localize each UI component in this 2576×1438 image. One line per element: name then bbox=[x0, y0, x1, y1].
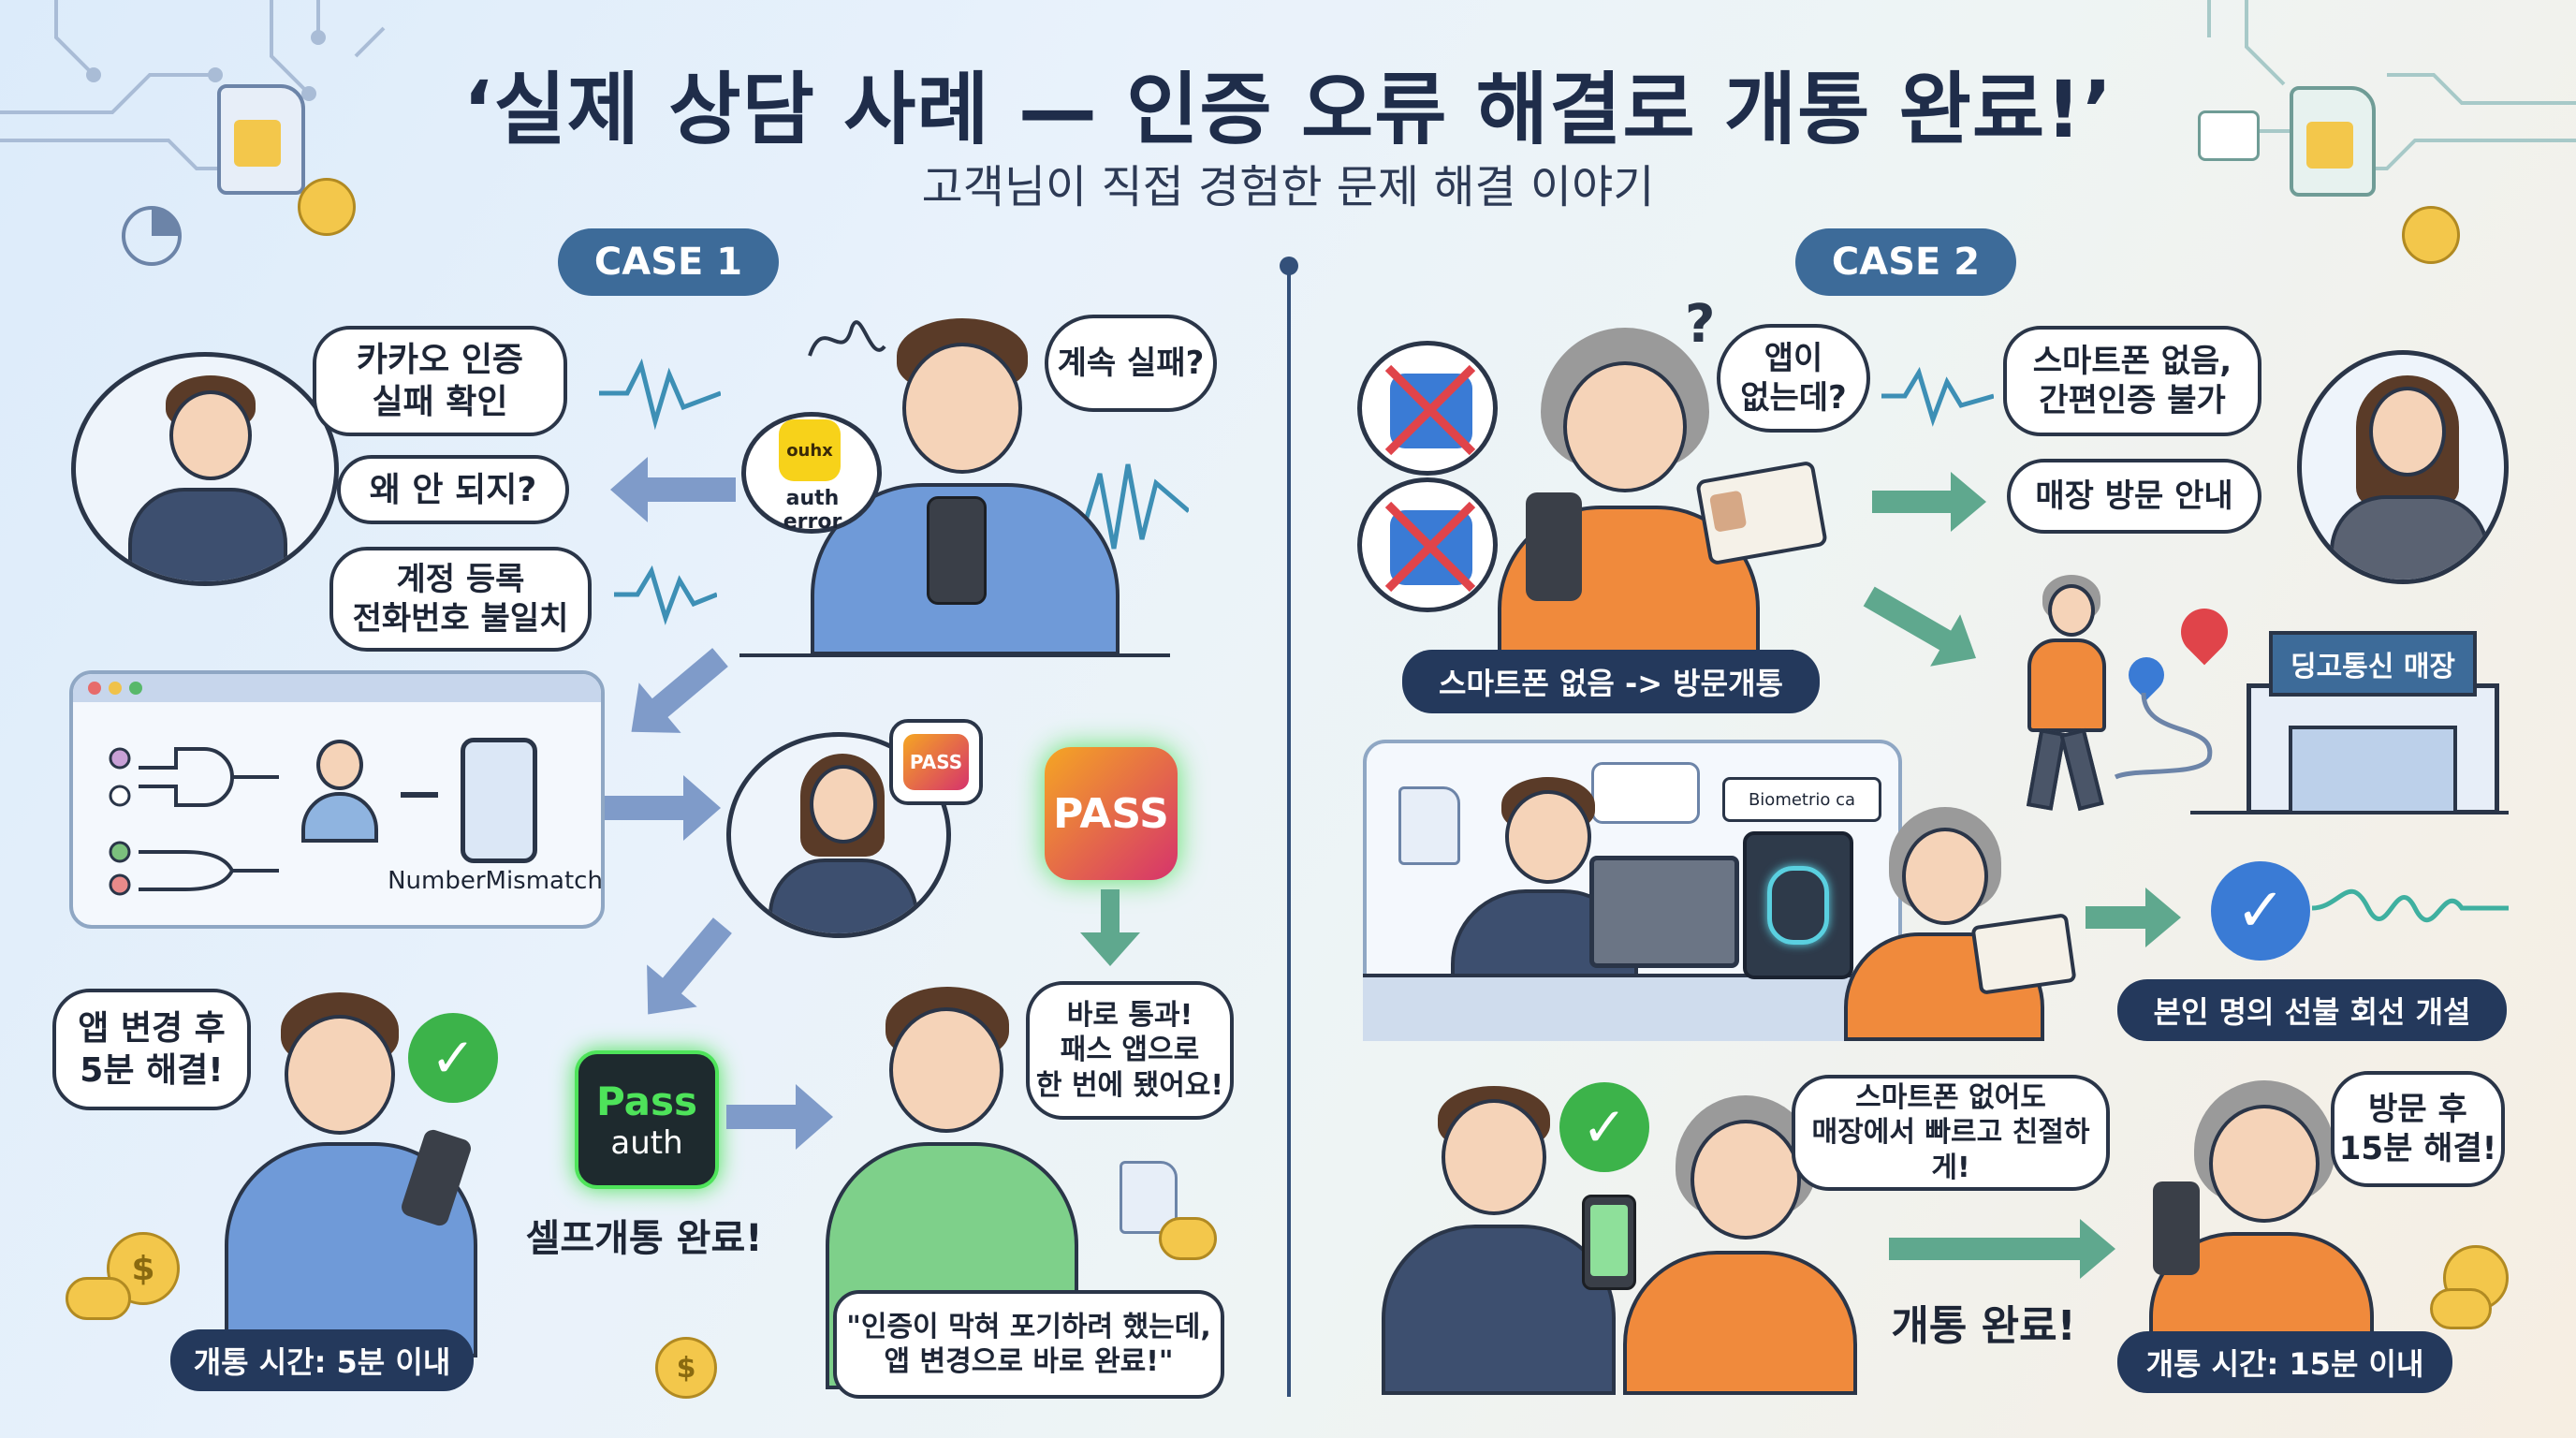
arrow-right bbox=[2086, 888, 2181, 947]
sim-card-small-icon bbox=[2198, 110, 2260, 161]
case2-time-label: 개통 시간: 15분 이내 bbox=[2117, 1331, 2452, 1393]
kakao-icon: ouhx bbox=[779, 419, 841, 481]
map-pin-icon bbox=[2171, 598, 2238, 666]
case1-pill: CASE 1 bbox=[558, 228, 779, 296]
phone-icon bbox=[2153, 1181, 2200, 1275]
arrow-down-right bbox=[1863, 586, 1956, 653]
arrow-right bbox=[726, 1084, 833, 1150]
fingerprint-icon bbox=[1743, 831, 1853, 979]
agent-avatar bbox=[71, 352, 339, 586]
line-open-label: 본인 명의 선불 회선 개설 bbox=[2117, 979, 2507, 1041]
coin-icon: $ bbox=[655, 1337, 717, 1399]
wave-icon bbox=[614, 565, 717, 625]
bubble-store-visit: 매장 방문 안내 bbox=[2007, 459, 2261, 534]
case2-pill: CASE 2 bbox=[1795, 228, 2016, 296]
store-sign: 딩고통신 매장 bbox=[2269, 631, 2477, 697]
bubble-15min: 방문 후 15분 해결! bbox=[2331, 1071, 2505, 1187]
sim-card-icon bbox=[217, 84, 305, 195]
arrow-down-left bbox=[659, 917, 732, 998]
bubble-pass-ok: 바로 통과! 패스 앱으로 한 번에 됐어요! bbox=[1026, 981, 1234, 1120]
circuit-decoration-left bbox=[0, 0, 386, 176]
wave-icon bbox=[599, 358, 721, 431]
phone-icon bbox=[461, 738, 537, 863]
coin-stack-icon bbox=[2430, 1288, 2492, 1329]
arrow-right bbox=[1889, 1219, 2115, 1279]
coin-stack-icon bbox=[66, 1277, 131, 1320]
number-mismatch-panel: NumberMismatch bbox=[69, 670, 605, 929]
phone-icon bbox=[1526, 492, 1582, 601]
phone-icon bbox=[927, 496, 987, 605]
coin-stack-icon bbox=[298, 178, 356, 236]
walking-woman bbox=[2018, 575, 2121, 812]
scribble-icon bbox=[808, 320, 886, 357]
pass-auth-line2: auth bbox=[610, 1123, 683, 1162]
pass-app-icon-large: PASS bbox=[1045, 747, 1178, 880]
check-icon: ✓ bbox=[2211, 861, 2310, 961]
done-label: 개통 완료! bbox=[1891, 1302, 2076, 1350]
bubble-fast: 스마트폰 없어도 매장에서 빠르고 친절하게! bbox=[1792, 1075, 2110, 1191]
mini-person bbox=[298, 740, 382, 843]
elderly-woman-confused bbox=[1488, 328, 1769, 670]
coin-stack-icon bbox=[2402, 206, 2460, 264]
arrow-down bbox=[1101, 889, 1120, 936]
wave-icon bbox=[1058, 463, 1189, 550]
self-done-label: 셀프개통 완료! bbox=[525, 1217, 763, 1260]
arrow-right bbox=[605, 775, 721, 841]
kakao-icon-text: ouhx bbox=[786, 440, 833, 461]
monitor-icon bbox=[1589, 856, 1739, 968]
pie-chart-icon bbox=[122, 206, 182, 266]
bubble-pass-small: PASS bbox=[889, 719, 983, 805]
id-card-icon bbox=[1970, 913, 2077, 995]
page-title: ‘실제 상담 사례 — 인증 오류 해결로 개통 완료!’ bbox=[462, 64, 2114, 155]
arrow-down-head bbox=[1080, 932, 1140, 966]
agent-female-avatar bbox=[2297, 350, 2509, 584]
phone-check-icon bbox=[1582, 1195, 1636, 1290]
pass-app-icon: PASS bbox=[903, 734, 969, 790]
sim-card-icon bbox=[1398, 786, 1460, 865]
bubble-mismatch: 계정 등록 전화번호 불일치 bbox=[329, 547, 592, 652]
case1-time-label: 개통 시간: 5분 이내 bbox=[170, 1329, 474, 1391]
bubble-no-smartphone: 스마트폰 없음, 간편인증 불가 bbox=[2003, 326, 2261, 436]
pass-auth-line1: Pass bbox=[596, 1078, 697, 1124]
bubble-keep-fail: 계속 실패? bbox=[1045, 315, 1217, 412]
route-line bbox=[2114, 692, 2213, 780]
pass-auth-icon: Pass auth bbox=[575, 1050, 719, 1189]
arrow-left bbox=[610, 457, 736, 522]
chat-icon bbox=[1591, 762, 1700, 824]
case-divider bbox=[1287, 264, 1291, 1397]
bubble-kakao-check: 카카오 인증 실패 확인 bbox=[313, 326, 567, 436]
coin-stack-icon bbox=[1159, 1217, 1217, 1260]
bubble-no-app: 앱이 없는데? bbox=[1717, 324, 1870, 433]
question-mark: ? bbox=[1685, 294, 1716, 355]
desk bbox=[1363, 974, 1902, 1041]
case-divider-dot bbox=[1280, 257, 1298, 275]
sim-card-icon bbox=[2290, 86, 2376, 197]
bubble-5min: 앱 변경 후 5분 해결! bbox=[52, 989, 251, 1110]
store-icon bbox=[2247, 683, 2499, 814]
quote-bubble: "인증이 막혀 포기하려 했는데, 앱 변경으로 바로 완료!" bbox=[833, 1290, 1224, 1399]
ground-line bbox=[739, 653, 1170, 657]
coin-icon: $ bbox=[107, 1232, 180, 1305]
page-subtitle: 고객님이 직접 경험한 문제 해결 이야기 bbox=[921, 161, 1655, 213]
agent-thumbs-up bbox=[1376, 1086, 1629, 1395]
arrow-right bbox=[1872, 472, 1986, 532]
no-app-circle-1 bbox=[1357, 341, 1498, 476]
number-mismatch-label: NumberMismatch bbox=[388, 867, 603, 895]
check-icon: ✓ bbox=[1559, 1082, 1649, 1172]
label-visit: 스마트폰 없음 -> 방문개통 bbox=[1402, 650, 1820, 713]
no-app-circle-2 bbox=[1357, 477, 1498, 612]
arrow-down-left bbox=[648, 648, 728, 721]
wave-icon bbox=[1881, 366, 1994, 427]
elderly-woman-happy bbox=[1619, 1095, 1863, 1395]
biometric-label: Biometrio ca bbox=[1722, 777, 1881, 822]
mini-arrow bbox=[401, 792, 438, 798]
ground-line bbox=[2190, 811, 2509, 814]
user-pointing-phone bbox=[215, 992, 496, 1357]
check-icon: ✓ bbox=[408, 1013, 498, 1103]
wave-icon bbox=[2312, 888, 2509, 923]
auth-error-label: auth error bbox=[783, 487, 842, 534]
bubble-why: 왜 안 되지? bbox=[337, 455, 569, 524]
